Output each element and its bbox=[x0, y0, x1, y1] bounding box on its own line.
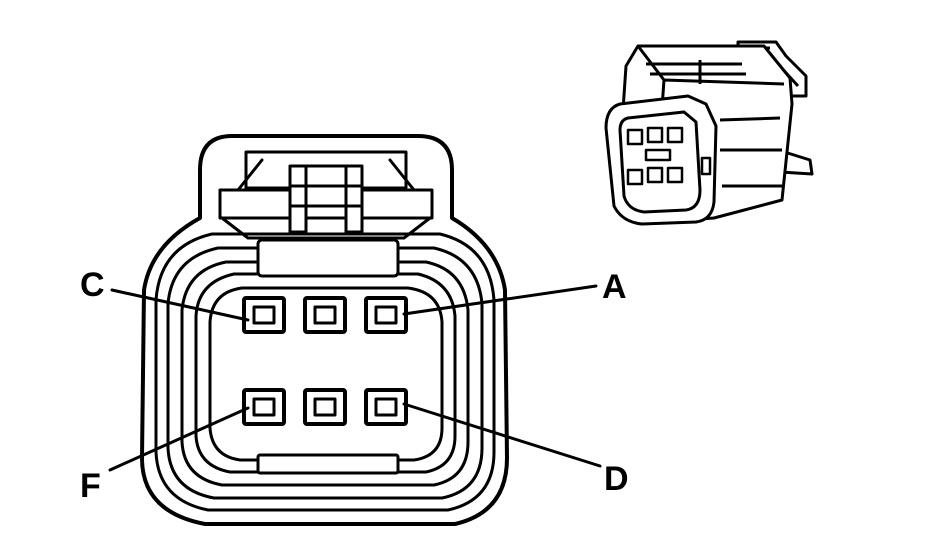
bottom-key bbox=[256, 453, 400, 475]
leader-lines bbox=[108, 284, 602, 472]
pin-label-a: A bbox=[602, 268, 627, 306]
terminal-f-slot bbox=[252, 397, 276, 417]
top-key bbox=[256, 238, 400, 278]
terminal-b-slot bbox=[313, 305, 337, 325]
leader-line-a bbox=[402, 284, 598, 316]
terminal-e-slot bbox=[313, 397, 337, 417]
housing-outline bbox=[140, 134, 509, 526]
terminal-f bbox=[242, 388, 286, 426]
connector-face-view bbox=[108, 134, 602, 526]
pin-label-d: D bbox=[604, 460, 629, 498]
seal-ring-2 bbox=[166, 246, 484, 500]
seal-ring-4 bbox=[194, 272, 457, 474]
leader-line-d bbox=[402, 402, 602, 468]
shell-rib bbox=[646, 62, 782, 188]
leader-line-c bbox=[110, 288, 250, 322]
terminal-d bbox=[364, 388, 408, 426]
terminal-row-top bbox=[242, 296, 408, 334]
front-cavities bbox=[626, 126, 712, 186]
terminal-d-slot bbox=[374, 397, 398, 417]
pin-label-c: C bbox=[80, 266, 105, 304]
pin-label-f: F bbox=[80, 467, 101, 505]
locking-latch bbox=[218, 150, 434, 240]
connector-isometric-view bbox=[604, 40, 814, 226]
seal-ring-3 bbox=[180, 260, 470, 487]
seal-ring-1 bbox=[154, 232, 496, 512]
terminal-a-slot bbox=[374, 305, 398, 325]
terminal-c bbox=[242, 296, 286, 334]
terminal-b bbox=[303, 296, 347, 334]
terminal-a bbox=[364, 296, 408, 334]
terminal-e bbox=[303, 388, 347, 426]
terminal-row-bottom bbox=[242, 388, 408, 426]
leader-line-f bbox=[108, 406, 250, 472]
terminal-c-slot bbox=[252, 305, 276, 325]
